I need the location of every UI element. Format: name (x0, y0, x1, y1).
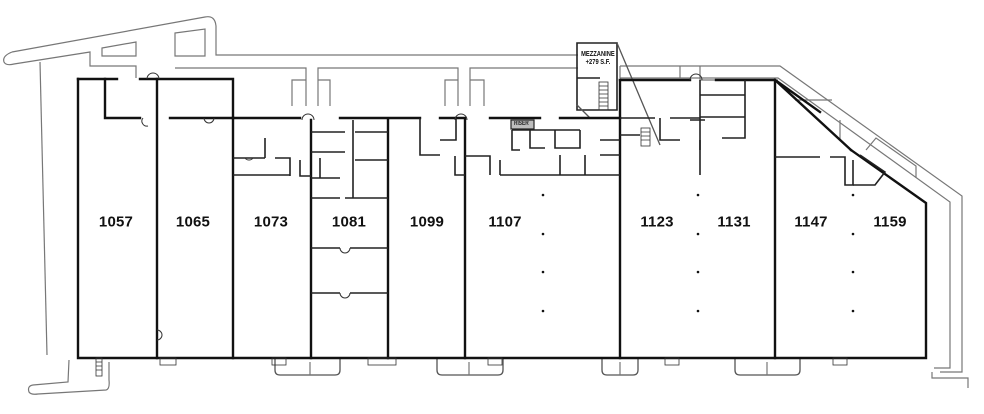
site-outline (3, 16, 969, 395)
unit-label-1107: 1107 (488, 213, 522, 231)
mezzanine-box (576, 42, 661, 146)
unit-label-1123: 1123 (640, 213, 674, 231)
unit-label-1081: 1081 (331, 213, 367, 231)
unit-label-1065: 1065 (175, 213, 211, 231)
interior-rooms-1099-1107 (419, 118, 620, 176)
door-swings (141, 72, 703, 341)
front-entries (95, 357, 848, 377)
mezzanine-title: MEZZANINE (581, 49, 615, 58)
interior-rooms-1073-1081 (233, 120, 388, 294)
unit-label-1099: 1099 (409, 213, 445, 231)
unit-label-1073: 1073 (253, 213, 289, 231)
mezzanine-label: MEZZANINE +279 S.F. (580, 50, 616, 66)
interior-rooms-1147-1159 (775, 154, 887, 186)
unit-label-1159: 1159 (873, 213, 907, 231)
building-walls (76, 77, 928, 360)
unit-label-1057: 1057 (98, 213, 134, 231)
unit-label-1147: 1147 (794, 213, 828, 231)
unit-label-1131: 1131 (717, 213, 751, 231)
riser-label: RISER (514, 121, 529, 127)
mezzanine-area: +279 S.F. (585, 57, 611, 66)
column-grid-dots (541, 193, 855, 313)
interior-rooms-1123-1131 (620, 80, 746, 175)
